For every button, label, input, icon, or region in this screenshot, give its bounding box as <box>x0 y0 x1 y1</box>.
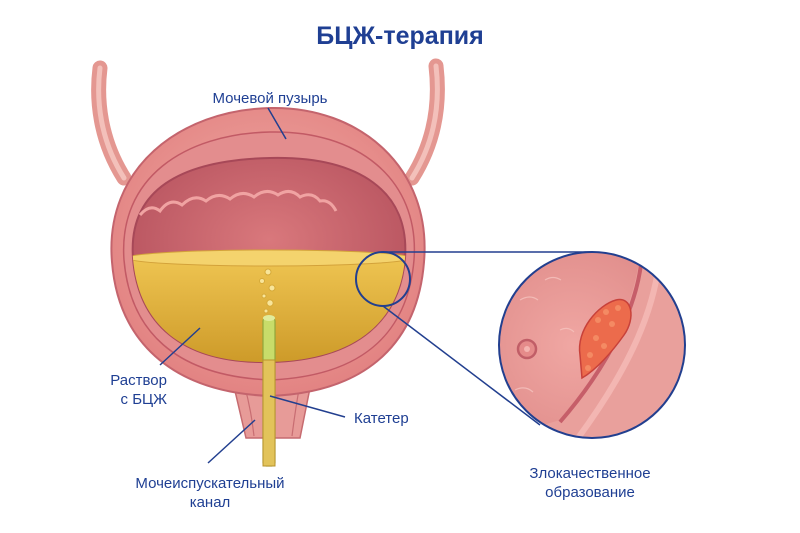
left-ureter-highlight <box>96 65 127 181</box>
tumor-mass <box>578 298 632 380</box>
page-title: БЦЖ-терапия <box>316 22 484 50</box>
label-bladder-text: Мочевой пузырь <box>212 90 328 107</box>
label-tumor-line-2: образование <box>545 484 635 501</box>
label-urethra-line-1: Мочеиспускательный <box>135 475 285 492</box>
magnifier-large <box>498 251 686 439</box>
label-solution-line-1: Раствор <box>110 372 167 389</box>
label-catheter: Катетер <box>354 409 409 428</box>
label-solution: Раствор с БЦЖ <box>75 371 167 409</box>
label-urethra-line-2: канал <box>189 494 231 511</box>
label-solution-line-2: с БЦЖ <box>120 391 167 408</box>
right-ureter-highlight <box>409 63 440 181</box>
label-tumor: Злокачественное образование <box>505 464 675 502</box>
leader-urethra <box>207 419 256 464</box>
leader-bladder <box>267 107 287 140</box>
leader-catheter <box>269 395 346 418</box>
label-catheter-text: Катетер <box>354 410 409 427</box>
leader-solution <box>159 327 201 366</box>
bubbles <box>259 268 276 314</box>
label-urethra: Мочеиспускательный канал <box>105 474 315 512</box>
label-bladder: Мочевой пузырь <box>180 89 360 108</box>
label-tumor-line-1: Злокачественное <box>529 465 651 482</box>
